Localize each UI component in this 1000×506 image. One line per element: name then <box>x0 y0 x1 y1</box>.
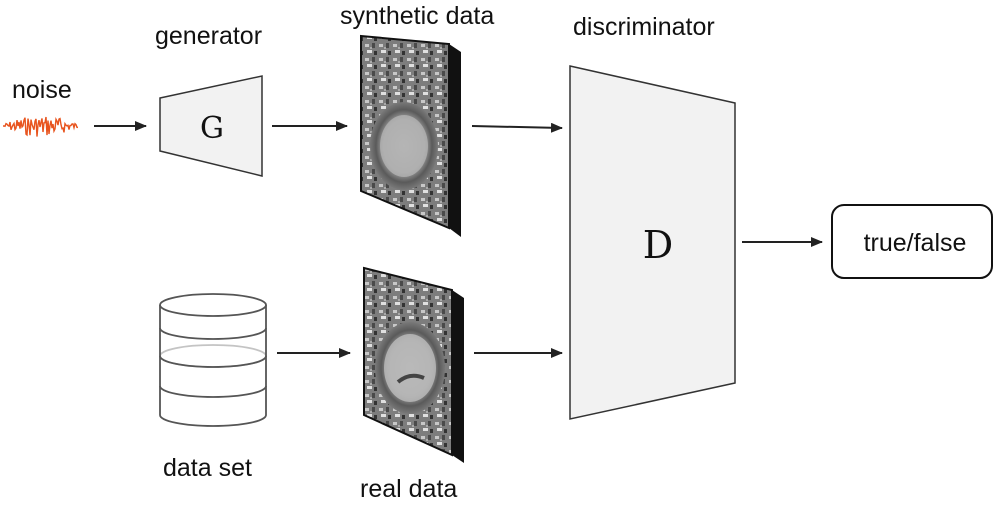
generator-symbol: G <box>200 111 224 146</box>
real-data-label: real data <box>360 475 458 503</box>
synthetic-data-image <box>360 34 461 237</box>
output-box <box>831 204 993 279</box>
output-label: true/false <box>864 229 967 257</box>
real-data-image <box>363 266 464 463</box>
generator-block <box>159 75 263 177</box>
discriminator-block <box>569 65 736 420</box>
data-set-label: data set <box>163 454 252 482</box>
discriminator-label: discriminator <box>573 13 715 41</box>
noise-label: noise <box>12 76 72 104</box>
discriminator-symbol: D <box>643 223 673 267</box>
noise-wave-icon <box>3 116 79 137</box>
synthetic-data-label: synthetic data <box>340 2 495 30</box>
dataset-cylinder-icon <box>159 293 267 427</box>
generator-label: generator <box>155 22 263 50</box>
arrow-synthetic-to-discriminator <box>471 122 563 133</box>
